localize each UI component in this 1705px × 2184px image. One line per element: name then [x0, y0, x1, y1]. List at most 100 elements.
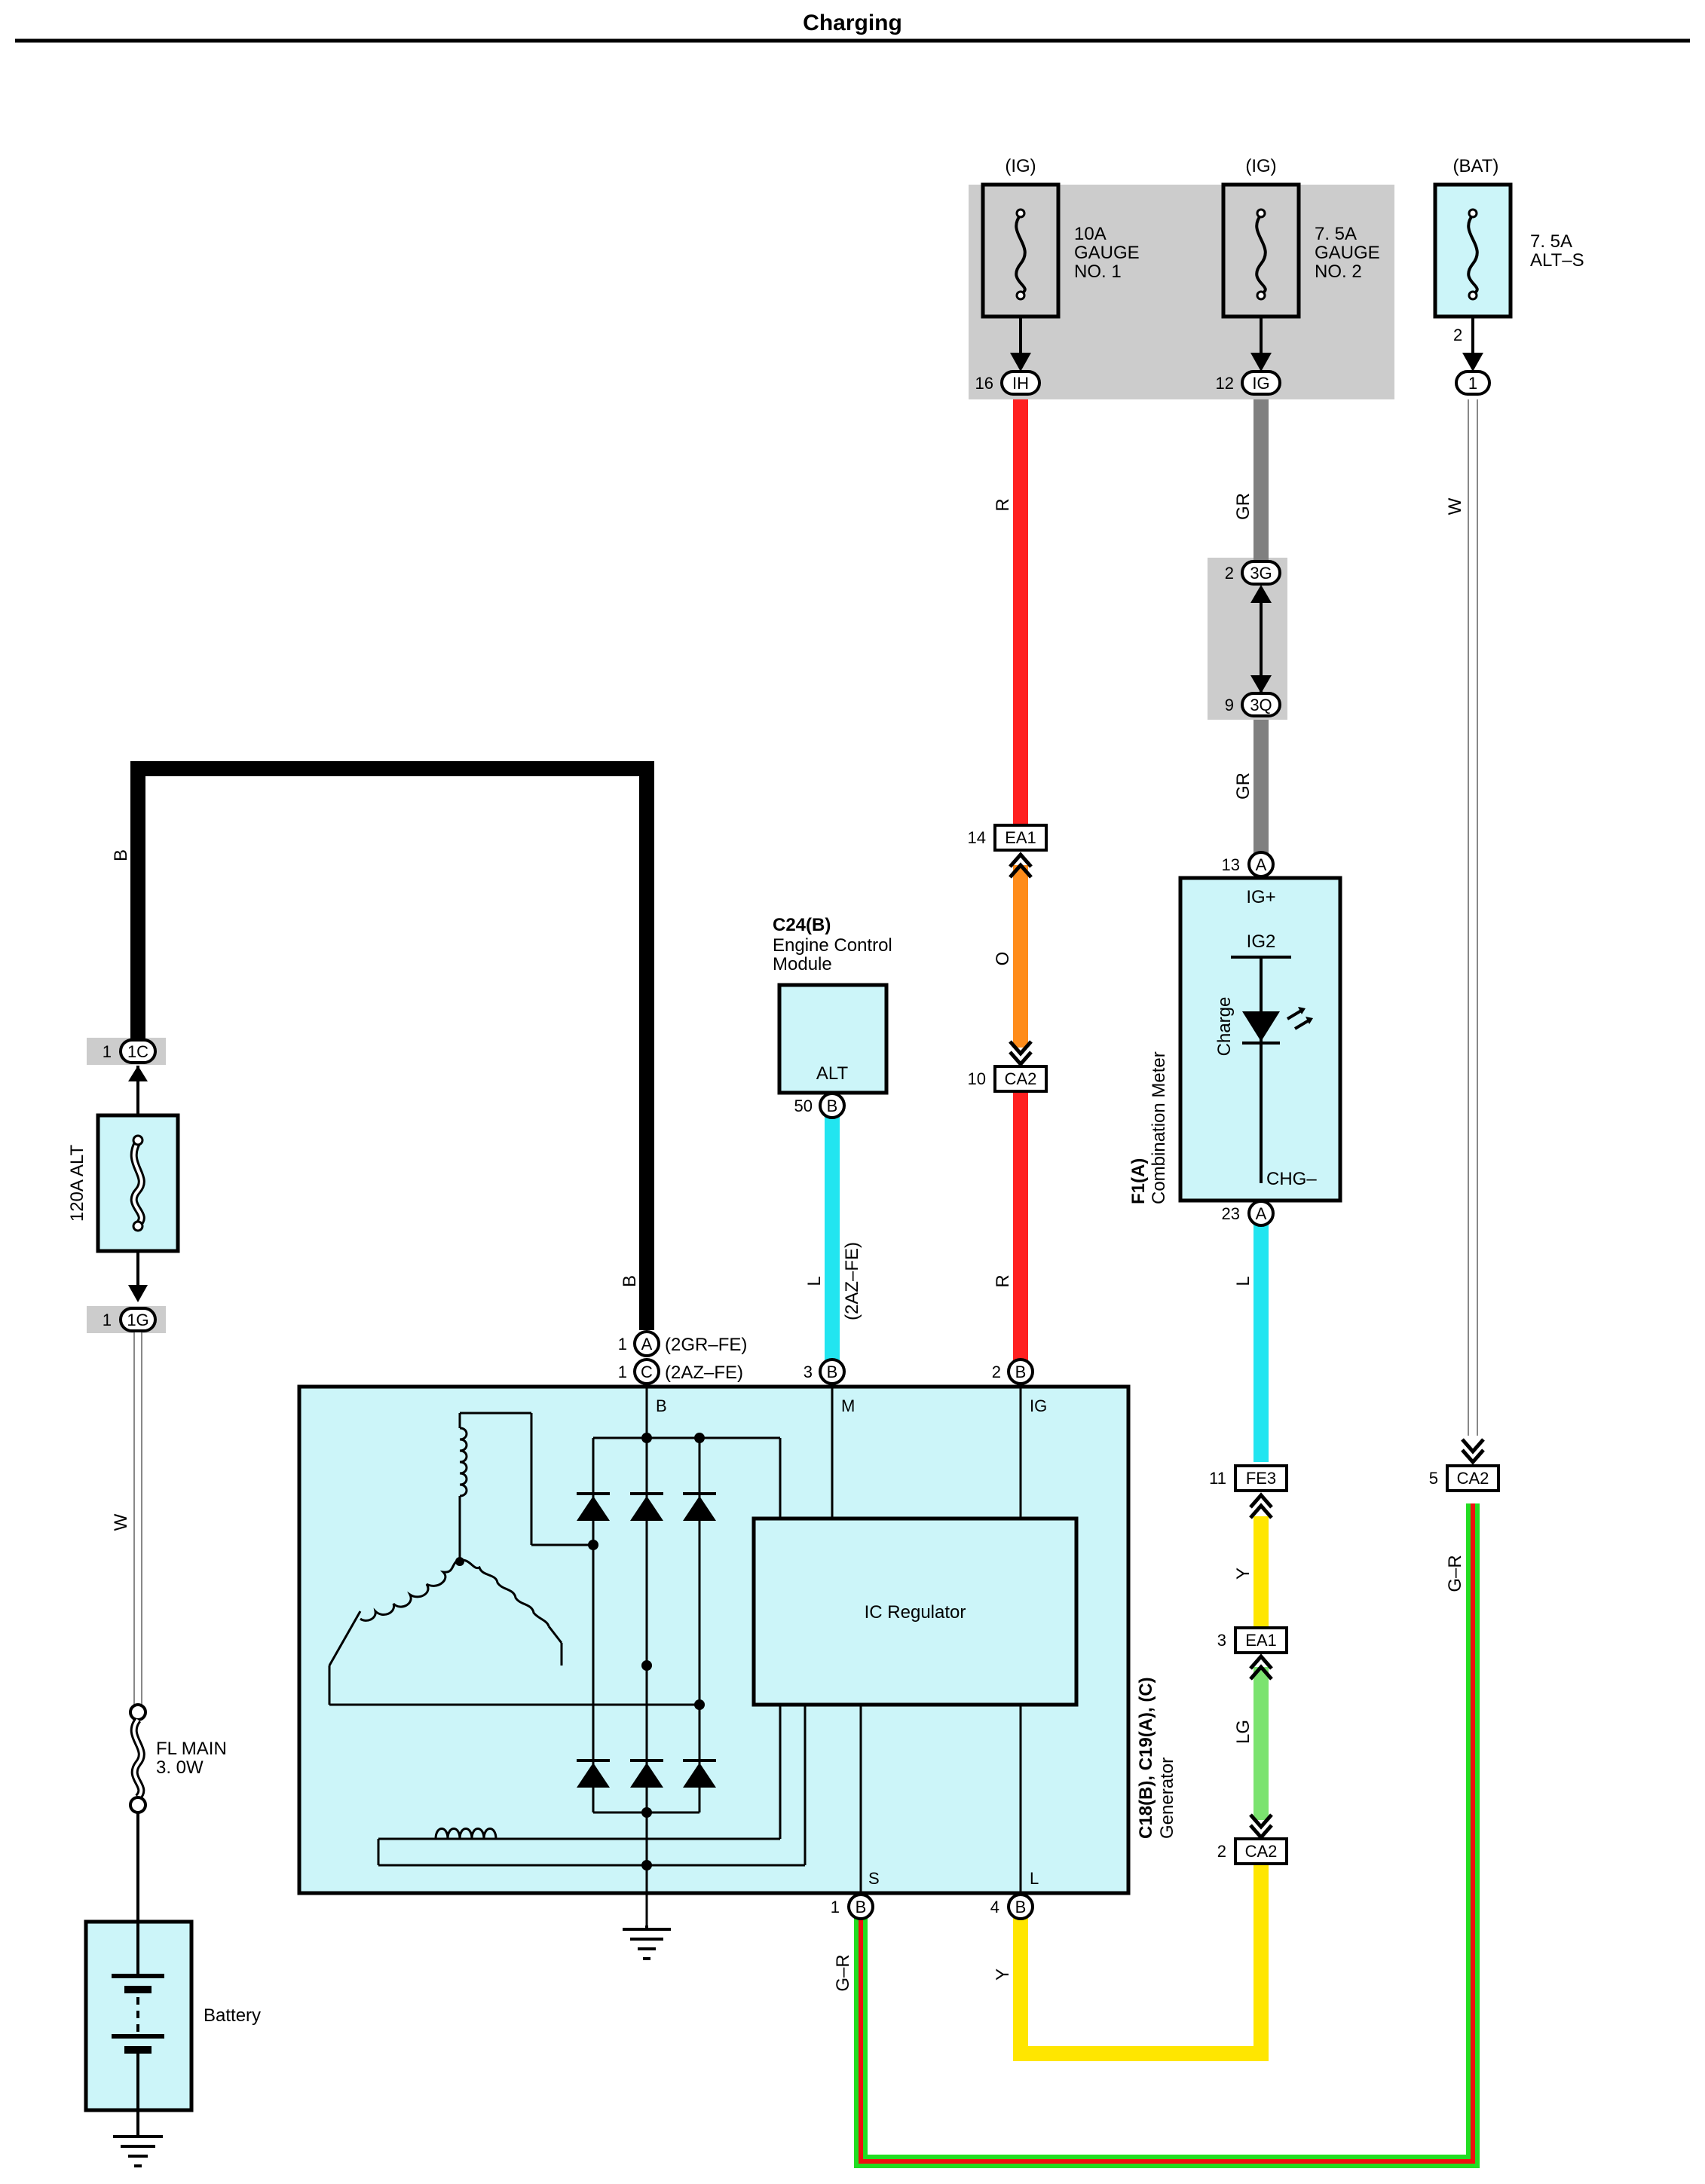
junction-ca2-2: CA2 2 — [1217, 1813, 1288, 1865]
svg-text:B: B — [1015, 1363, 1027, 1381]
svg-text:50: 50 — [794, 1097, 813, 1115]
svg-text:IG2: IG2 — [1247, 931, 1276, 952]
wire-gr-inner — [859, 1503, 1475, 2164]
fuse-gauge-no1: (IG) 10A GAUGE NO. 1 — [981, 156, 1140, 372]
svg-text:EA1: EA1 — [1245, 1631, 1277, 1650]
svg-text:120A ALT: 120A ALT — [67, 1145, 87, 1222]
svg-text:3: 3 — [804, 1363, 813, 1381]
junction-block-shade — [969, 185, 1394, 399]
svg-text:ALT: ALT — [816, 1063, 849, 1084]
svg-text:B: B — [656, 1396, 667, 1415]
svg-text:C18(B), C19(A), (C): C18(B), C19(A), (C) — [1136, 1677, 1156, 1839]
junction-3g: 3G 2 — [1225, 560, 1281, 603]
svg-text:GAUGE: GAUGE — [1074, 243, 1140, 263]
svg-text:CA2: CA2 — [1457, 1469, 1489, 1488]
svg-text:23: 23 — [1222, 1204, 1240, 1223]
svg-text:1: 1 — [103, 1042, 112, 1061]
svg-text:A: A — [1256, 1204, 1267, 1223]
svg-text:R: R — [993, 1274, 1013, 1287]
page-title: Charging — [803, 11, 902, 35]
svg-text:11: 11 — [1209, 1469, 1226, 1488]
svg-text:GR: GR — [1233, 772, 1253, 800]
svg-text:1: 1 — [831, 1898, 840, 1916]
generator: A 1 (2GR–FE) C 1 (2AZ–FE) B 3 B 2 B 1 B … — [297, 1330, 1177, 1926]
svg-text:CA2: CA2 — [1245, 1842, 1278, 1861]
svg-text:3: 3 — [1217, 1631, 1226, 1650]
svg-text:9: 9 — [1225, 696, 1234, 714]
svg-text:S: S — [868, 1869, 880, 1888]
svg-text:(2AZ–FE): (2AZ–FE) — [842, 1242, 862, 1320]
svg-text:10A: 10A — [1074, 224, 1107, 244]
svg-text:10: 10 — [968, 1069, 986, 1088]
svg-text:C24(B): C24(B) — [773, 915, 831, 935]
svg-text:12: 12 — [1216, 374, 1234, 393]
svg-text:EA1: EA1 — [1005, 828, 1036, 847]
conn-1g: 1G 1 — [103, 1307, 157, 1332]
svg-text:B: B — [856, 1898, 867, 1916]
svg-text:B: B — [111, 849, 131, 861]
svg-text:1: 1 — [618, 1363, 627, 1381]
svg-text:CA2: CA2 — [1005, 1069, 1037, 1088]
svg-text:(2GR–FE): (2GR–FE) — [665, 1335, 747, 1355]
svg-text:NO. 2: NO. 2 — [1315, 262, 1362, 282]
junction-ea1-3: EA1 3 — [1217, 1626, 1288, 1681]
svg-text:2: 2 — [1217, 1842, 1226, 1861]
svg-text:IG+: IG+ — [1246, 887, 1275, 907]
svg-text:1G: 1G — [127, 1311, 148, 1329]
svg-text:G–R: G–R — [833, 1954, 853, 1991]
svg-text:M: M — [841, 1396, 855, 1415]
svg-text:FE3: FE3 — [1246, 1469, 1276, 1488]
svg-text:NO. 1: NO. 1 — [1074, 262, 1122, 282]
svg-text:IG: IG — [1030, 1396, 1047, 1415]
svg-text:Y: Y — [1233, 1568, 1253, 1580]
svg-text:Battery: Battery — [204, 2005, 261, 2026]
svg-text:(BAT): (BAT) — [1453, 156, 1499, 176]
svg-text:L: L — [804, 1276, 825, 1286]
junction-fe3: FE3 11 — [1209, 1464, 1288, 1519]
svg-text:7. 5A: 7. 5A — [1315, 224, 1357, 244]
svg-text:(IG): (IG) — [1245, 156, 1276, 176]
svg-text:4: 4 — [990, 1898, 999, 1916]
junction-ca2-5: CA2 5 — [1429, 1438, 1500, 1492]
svg-text:3G: 3G — [1250, 564, 1272, 583]
svg-text:GR: GR — [1233, 493, 1253, 520]
svg-text:L: L — [1030, 1869, 1039, 1888]
junction-3g-3q-shade — [1208, 558, 1287, 720]
svg-text:CHG–: CHG– — [1266, 1169, 1317, 1189]
svg-text:Y: Y — [993, 1968, 1013, 1981]
svg-text:Generator: Generator — [1157, 1757, 1177, 1839]
svg-text:2: 2 — [1453, 326, 1462, 344]
svg-text:(2AZ–FE): (2AZ–FE) — [665, 1363, 743, 1383]
svg-text:LG: LG — [1233, 1720, 1253, 1744]
wire-b-main — [130, 761, 654, 1330]
svg-text:5: 5 — [1429, 1469, 1438, 1488]
svg-text:2: 2 — [992, 1363, 1001, 1381]
svg-text:W: W — [1445, 497, 1465, 515]
combination-meter: A 13 IG+ IG2 Charge CHG– A 23 F1(A) Comb… — [1128, 851, 1342, 1227]
svg-text:Engine Control: Engine Control — [773, 935, 892, 956]
svg-text:B: B — [827, 1097, 838, 1115]
svg-text:W: W — [111, 1513, 131, 1531]
svg-text:Charge: Charge — [1214, 997, 1235, 1057]
svg-text:B: B — [827, 1363, 838, 1381]
junction-3q: 3Q 9 — [1225, 675, 1281, 717]
junction-ca2-10: CA2 10 — [968, 1040, 1048, 1093]
junction-ea1-top: EA1 14 — [968, 824, 1048, 879]
svg-text:G–R: G–R — [1445, 1555, 1465, 1592]
svg-text:7. 5A: 7. 5A — [1530, 231, 1572, 252]
conn-ih: IH 16 — [975, 370, 1041, 396]
ground-icon-generator — [623, 1926, 671, 1960]
svg-text:Module: Module — [773, 954, 832, 974]
svg-text:A: A — [1256, 855, 1267, 874]
svg-text:B: B — [1015, 1898, 1027, 1916]
svg-text:FL MAIN: FL MAIN — [156, 1739, 227, 1759]
svg-text:IG: IG — [1252, 374, 1269, 393]
svg-text:1: 1 — [103, 1311, 112, 1329]
fusible-link-120a-alt: 120A ALT — [67, 1066, 180, 1302]
svg-text:3Q: 3Q — [1250, 696, 1272, 714]
svg-text:1C: 1C — [127, 1042, 148, 1061]
battery: Battery — [84, 1919, 261, 2112]
fuse-gauge-no2: (IG) 7. 5A GAUGE NO. 2 — [1221, 156, 1380, 372]
conn-ig: IG 12 — [1216, 370, 1281, 396]
svg-text:13: 13 — [1222, 855, 1240, 874]
